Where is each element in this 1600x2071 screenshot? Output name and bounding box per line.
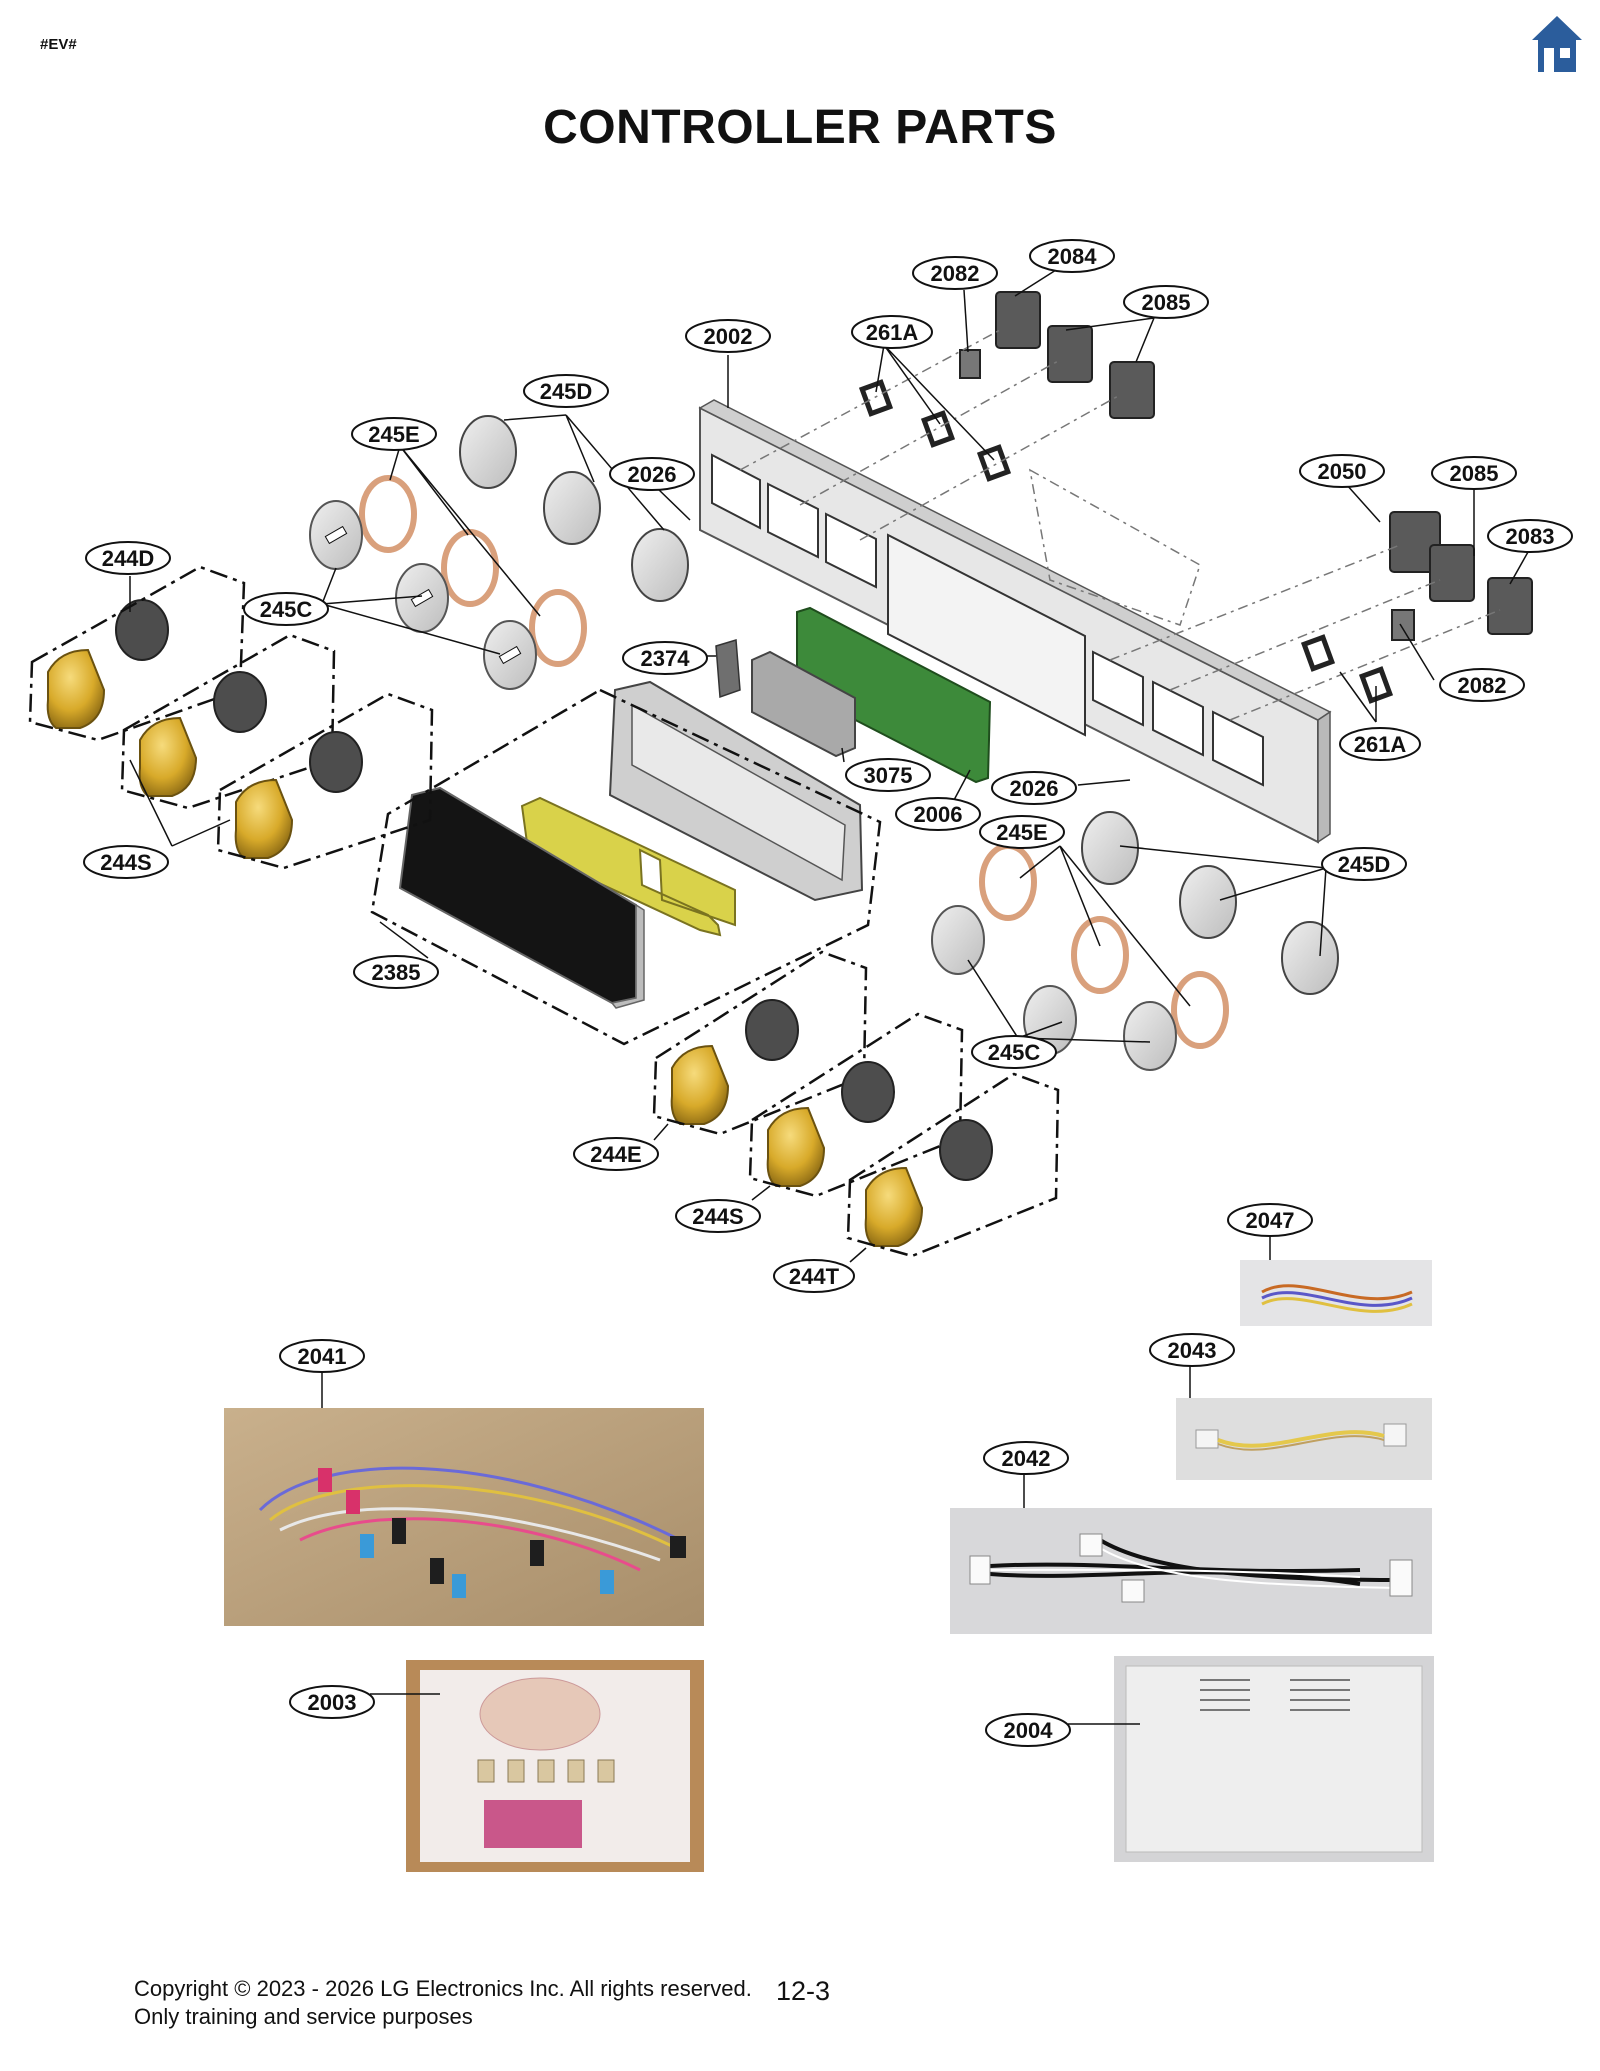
harness-photo-2042 xyxy=(950,1508,1432,1634)
copyright-text: Copyright © 2023 - 2026 LG Electronics I… xyxy=(134,1976,752,2001)
callout-2006: 2006 xyxy=(895,797,981,831)
callout-261A-top: 261A xyxy=(851,315,933,349)
callout-244E: 244E xyxy=(573,1137,659,1171)
svg-text:245D: 245D xyxy=(540,379,593,404)
callout-2083: 2083 xyxy=(1487,519,1573,553)
svg-text:2082: 2082 xyxy=(931,261,980,286)
callout-2085-right: 2085 xyxy=(1431,456,1517,490)
home-icon[interactable] xyxy=(1530,14,1584,74)
svg-text:2085: 2085 xyxy=(1450,461,1499,486)
knob-group-4 xyxy=(652,950,868,1136)
page-title: CONTROLLER PARTS xyxy=(543,101,1057,154)
callout-2385: 2385 xyxy=(353,955,439,989)
svg-text:244S: 244S xyxy=(692,1204,743,1229)
svg-text:245C: 245C xyxy=(988,1040,1041,1065)
callout-2084: 2084 xyxy=(1029,239,1115,273)
svg-text:2047: 2047 xyxy=(1246,1208,1295,1233)
display-assembly xyxy=(370,606,992,1046)
callout-2003: 2003 xyxy=(289,1685,375,1719)
svg-text:2085: 2085 xyxy=(1142,290,1191,315)
svg-text:2083: 2083 xyxy=(1506,524,1555,549)
top-infinite-switches xyxy=(739,291,1533,721)
svg-text:2026: 2026 xyxy=(1010,776,1059,801)
callout-244S-left: 244S xyxy=(83,845,169,879)
right-knob-cluster xyxy=(652,811,1339,1258)
svg-text:2026: 2026 xyxy=(628,462,677,487)
svg-text:2006: 2006 xyxy=(914,802,963,827)
svg-text:245E: 245E xyxy=(996,820,1047,845)
leader-lines xyxy=(129,269,1529,1725)
left-knob-cluster xyxy=(28,415,689,870)
callout-2082-right: 2082 xyxy=(1439,668,1525,702)
knob-group-6 xyxy=(846,1072,1060,1258)
callout-2042: 2042 xyxy=(983,1441,1069,1475)
knob-group-1 xyxy=(28,565,246,742)
svg-text:245C: 245C xyxy=(260,597,313,622)
callout-244S-right: 244S xyxy=(675,1199,761,1233)
svg-text:2043: 2043 xyxy=(1168,1338,1217,1363)
callout-3075: 3075 xyxy=(845,758,931,792)
svg-text:244D: 244D xyxy=(102,546,155,571)
callout-261A-right: 261A xyxy=(1339,727,1421,761)
svg-text:2385: 2385 xyxy=(372,960,421,985)
page-number: 12-3 xyxy=(776,1976,831,2006)
knob-group-3 xyxy=(216,692,434,870)
callout-2041: 2041 xyxy=(279,1339,365,1373)
callout-245C-left: 245C xyxy=(243,592,329,626)
svg-text:2050: 2050 xyxy=(1318,459,1367,484)
callout-245D-left: 245D xyxy=(523,374,609,408)
callout-2047: 2047 xyxy=(1227,1203,1313,1237)
callout-2050: 2050 xyxy=(1299,454,1385,488)
callout-2082-top: 2082 xyxy=(912,256,998,290)
harness-photo-2047 xyxy=(1240,1260,1432,1326)
svg-text:2002: 2002 xyxy=(704,324,753,349)
callout-2002: 2002 xyxy=(685,319,771,353)
callout-2374: 2374 xyxy=(622,641,708,675)
svg-text:244E: 244E xyxy=(590,1142,641,1167)
svg-text:244S: 244S xyxy=(100,850,151,875)
harness-photo-2041 xyxy=(224,1408,704,1626)
usage-note: Only training and service purposes xyxy=(134,2004,473,2029)
callout-2004: 2004 xyxy=(985,1713,1071,1747)
callout-245C-right: 245C xyxy=(971,1035,1057,1069)
callout-245E-right: 245E xyxy=(979,815,1065,849)
svg-text:261A: 261A xyxy=(1354,732,1407,757)
svg-text:2084: 2084 xyxy=(1048,244,1098,269)
svg-text:2041: 2041 xyxy=(298,1344,347,1369)
callout-245E-left: 245E xyxy=(351,417,437,451)
callout-2026-top: 2026 xyxy=(609,457,695,491)
svg-text:261A: 261A xyxy=(866,320,919,345)
callout-2026-mid: 2026 xyxy=(991,771,1077,805)
svg-text:2374: 2374 xyxy=(641,646,691,671)
svg-text:2004: 2004 xyxy=(1004,1718,1054,1743)
harness-photo-2043 xyxy=(1176,1398,1432,1480)
svg-text:3075: 3075 xyxy=(864,763,913,788)
svg-text:2003: 2003 xyxy=(308,1690,357,1715)
svg-text:245D: 245D xyxy=(1338,852,1391,877)
callout-244D: 244D xyxy=(85,541,171,575)
svg-text:2042: 2042 xyxy=(1002,1446,1051,1471)
svg-text:244T: 244T xyxy=(789,1264,840,1289)
kit-photo-2003 xyxy=(406,1660,704,1872)
callout-2085-top: 2085 xyxy=(1123,285,1209,319)
svg-text:245E: 245E xyxy=(368,422,419,447)
callout-2043: 2043 xyxy=(1149,1333,1235,1367)
document-tag: #EV# xyxy=(40,36,77,53)
callout-245D-right: 245D xyxy=(1321,847,1407,881)
knob-group-2 xyxy=(120,633,336,810)
control-panel-housing xyxy=(698,399,1332,844)
svg-text:2082: 2082 xyxy=(1458,673,1507,698)
package-photo-2004 xyxy=(1114,1656,1434,1862)
callout-244T: 244T xyxy=(773,1259,855,1293)
